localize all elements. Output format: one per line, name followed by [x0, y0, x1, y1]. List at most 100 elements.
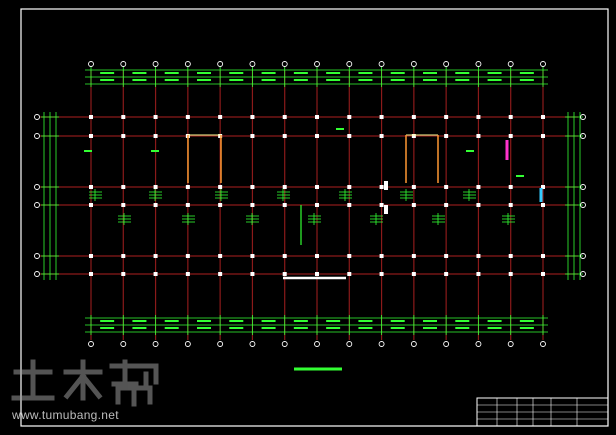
column — [121, 203, 126, 207]
dimension-text-mark — [390, 320, 405, 322]
axis-bubble — [120, 61, 127, 67]
axis-bubble — [120, 341, 127, 347]
column — [89, 115, 93, 119]
column — [476, 185, 481, 189]
column — [347, 272, 352, 276]
detail-marks — [84, 128, 543, 280]
axis-bubble — [540, 61, 546, 67]
dimension-text-mark — [197, 79, 211, 81]
column — [282, 185, 287, 189]
column — [476, 115, 481, 119]
dimension-text-mark — [132, 79, 147, 81]
axis-bubble — [184, 341, 191, 347]
column — [444, 254, 449, 258]
column — [121, 272, 126, 276]
dimension-text-mark — [358, 320, 373, 322]
column — [218, 272, 223, 276]
column — [411, 134, 416, 138]
dimension-text-mark — [132, 320, 147, 322]
column — [250, 203, 255, 207]
column — [379, 272, 384, 276]
column — [347, 115, 352, 119]
axis-bubble — [34, 271, 40, 277]
column — [444, 185, 449, 189]
structural-columns — [89, 115, 545, 276]
column — [282, 115, 287, 119]
axis-bubble — [410, 61, 417, 67]
column — [89, 272, 93, 276]
axis-bubble — [580, 271, 586, 277]
dimension-text-mark — [326, 72, 341, 74]
axis-bubble — [378, 61, 385, 67]
dimension-text-mark — [455, 79, 470, 81]
column — [347, 254, 352, 258]
column — [121, 185, 126, 189]
axis-bubble — [281, 341, 288, 347]
axis-bubble — [540, 341, 546, 347]
column — [185, 203, 190, 207]
column — [282, 203, 287, 207]
column — [315, 272, 319, 276]
column — [250, 134, 255, 138]
axis-bubble — [281, 61, 288, 67]
column — [185, 115, 190, 119]
axis-bubble — [34, 253, 40, 259]
column — [411, 254, 416, 258]
dimension-text-mark — [293, 320, 308, 322]
column — [476, 134, 481, 138]
dimension-text-mark — [326, 79, 341, 81]
dimension-text-mark — [132, 72, 147, 74]
column — [250, 272, 255, 276]
axis-bubble — [152, 61, 159, 67]
column — [185, 185, 190, 189]
column — [218, 254, 223, 258]
column — [411, 115, 416, 119]
dimension-text-mark — [229, 72, 244, 74]
column — [121, 134, 126, 138]
dimension-text-mark — [390, 79, 405, 81]
column — [476, 203, 481, 207]
dimension-text-mark — [358, 72, 373, 74]
column — [153, 185, 158, 189]
dimension-text-mark — [390, 72, 405, 74]
watermark-url: www.tumubang.net — [12, 408, 119, 422]
dimension-text-mark — [261, 320, 276, 322]
annotation-mark — [151, 150, 159, 152]
axis-bubble — [184, 61, 191, 67]
axis-bubble — [34, 202, 40, 208]
axis-bubble — [249, 341, 256, 347]
dimension-text-mark — [261, 72, 276, 74]
dimension-text-mark — [487, 320, 502, 322]
dimension-text-mark — [519, 79, 534, 81]
column — [282, 254, 287, 258]
dimension-text-mark — [229, 327, 244, 329]
dimension-lines — [41, 67, 583, 335]
annotation-mark — [84, 150, 92, 152]
dimension-text-mark — [423, 72, 437, 74]
dimension-text-mark — [390, 327, 405, 329]
dimension-text-mark — [487, 327, 502, 329]
axis-bubble — [580, 202, 586, 208]
dimension-text-mark — [100, 327, 115, 329]
column — [89, 134, 93, 138]
column — [121, 254, 126, 258]
dimension-text-mark — [293, 327, 308, 329]
dimension-text-mark — [229, 79, 244, 81]
dimension-text-mark — [164, 327, 179, 329]
dimension-text-mark — [261, 327, 276, 329]
annotation-mark — [466, 150, 474, 152]
dimension-text-mark — [229, 320, 244, 322]
column — [250, 185, 255, 189]
dimension-text-mark — [487, 79, 502, 81]
dimension-text-mark — [164, 320, 179, 322]
dimension-text-mark — [100, 72, 115, 74]
dimension-text-mark — [519, 320, 534, 322]
dimension-text-mark — [423, 79, 437, 81]
axis-bubble — [580, 133, 586, 139]
column — [411, 272, 416, 276]
column — [282, 134, 287, 138]
axis-bubbles — [34, 61, 586, 347]
dimension-text-mark — [197, 320, 211, 322]
axis-bubble — [580, 114, 586, 120]
dimension-text-mark — [197, 72, 211, 74]
